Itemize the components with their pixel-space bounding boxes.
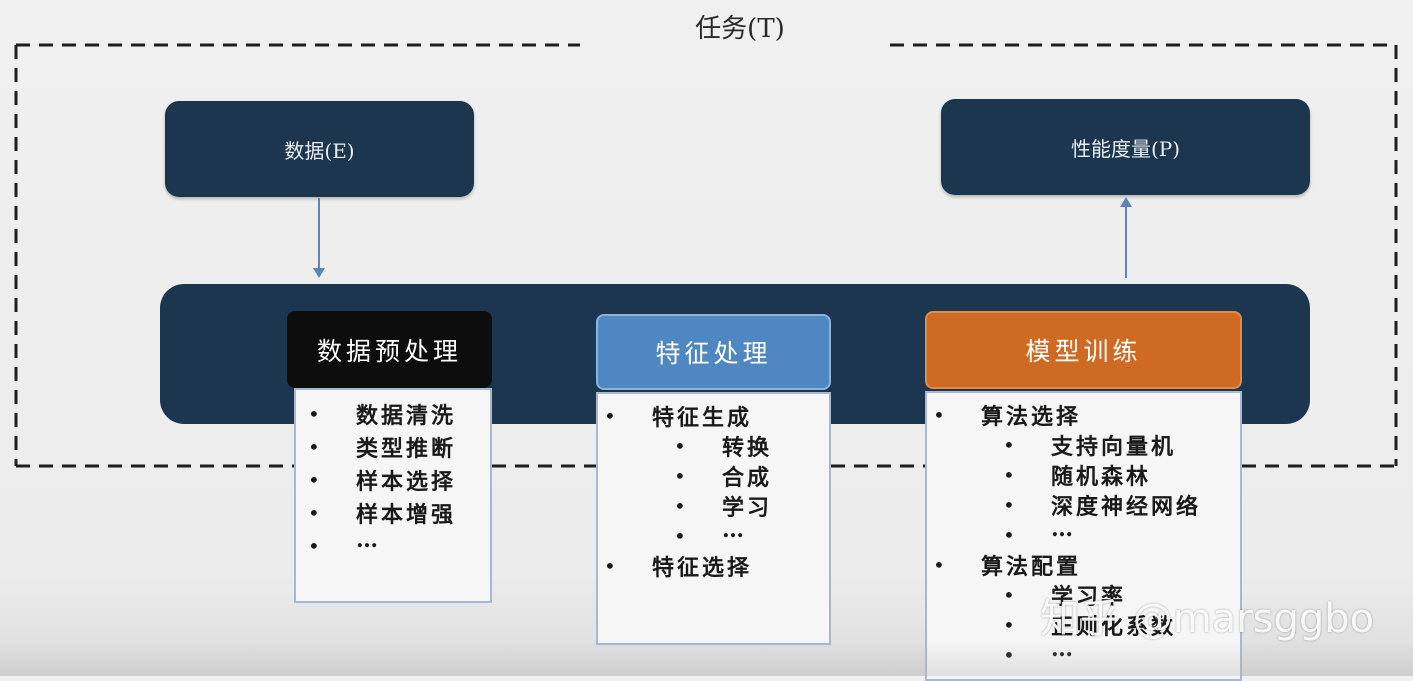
list-item: 随机森林: [1051, 464, 1152, 490]
list-item: 算法选择: [981, 404, 1082, 430]
panel-preprocess: • 数据清洗 • 类型推断 • 样本选择 • 样本增强 • …: [294, 388, 492, 603]
list-item: 类型推断: [356, 436, 457, 462]
bullet: •: [1003, 613, 1015, 637]
stage-preprocess-title: 数据预处理: [316, 336, 462, 366]
bullet: •: [933, 403, 945, 427]
list-item: 学习率: [1051, 584, 1127, 610]
performance-box-label: 性能度量(P): [1070, 136, 1181, 161]
list-item: …: [1051, 636, 1076, 662]
bullet: •: [1003, 493, 1015, 517]
bullet: •: [604, 404, 616, 428]
list-item: 数据清洗: [356, 403, 457, 429]
bullet: •: [308, 435, 320, 459]
bullet: •: [604, 554, 616, 578]
bullet: •: [308, 501, 320, 525]
list-item: 合成: [722, 465, 773, 491]
stage-feature: 特征处理: [596, 314, 831, 390]
bullet: •: [674, 524, 686, 548]
stage-feature-title: 特征处理: [655, 339, 772, 368]
list-item: 支持向量机: [1051, 434, 1177, 460]
stage-preprocess: 数据预处理: [287, 311, 492, 388]
arrow-up-head: [1120, 197, 1132, 207]
stage-model: 模型训练: [925, 311, 1242, 389]
list-item: 样本增强: [356, 502, 457, 528]
panel-feature: • 特征生成 • 转换 • 合成 • 学习 • … • 特征选择: [596, 392, 831, 645]
bullet: •: [933, 553, 945, 577]
list-item: …: [722, 517, 747, 543]
watermark: 知乎 @marsggbo: [1040, 596, 1375, 642]
bullet: •: [308, 468, 320, 492]
bullet: •: [1003, 433, 1015, 457]
bullet: •: [1003, 583, 1015, 607]
list-item: 深度神经网络: [1051, 494, 1202, 520]
bullet: •: [1003, 523, 1015, 547]
list-item: 样本选择: [356, 469, 457, 495]
bullet: •: [674, 434, 686, 458]
bullet: •: [308, 534, 320, 558]
list-item: …: [1051, 516, 1076, 542]
bullet: •: [308, 402, 320, 426]
bullet: •: [1003, 643, 1015, 667]
task-title: 任务(T): [695, 14, 785, 44]
data-box-label: 数据(E): [284, 138, 355, 163]
arrow-down-head: [313, 268, 325, 278]
bullet: •: [674, 494, 686, 518]
list-item: …: [356, 527, 381, 553]
stage-model-title: 模型训练: [1025, 337, 1142, 366]
panel-model: • 算法选择 • 支持向量机 • 随机森林 • 深度神经网络 • … • 算法配…: [925, 391, 1242, 681]
list-item: 正则化系数: [1051, 614, 1177, 640]
list-item: 转换: [722, 435, 773, 461]
list-item: 学习: [722, 495, 773, 521]
data-box: 数据(E): [165, 101, 474, 197]
performance-box: 性能度量(P): [941, 99, 1310, 195]
list-item: 特征选择: [652, 555, 753, 581]
list-item: 特征生成: [652, 405, 753, 431]
bullet: •: [1003, 463, 1015, 487]
list-item: 算法配置: [981, 554, 1082, 580]
bullet: •: [674, 464, 686, 488]
